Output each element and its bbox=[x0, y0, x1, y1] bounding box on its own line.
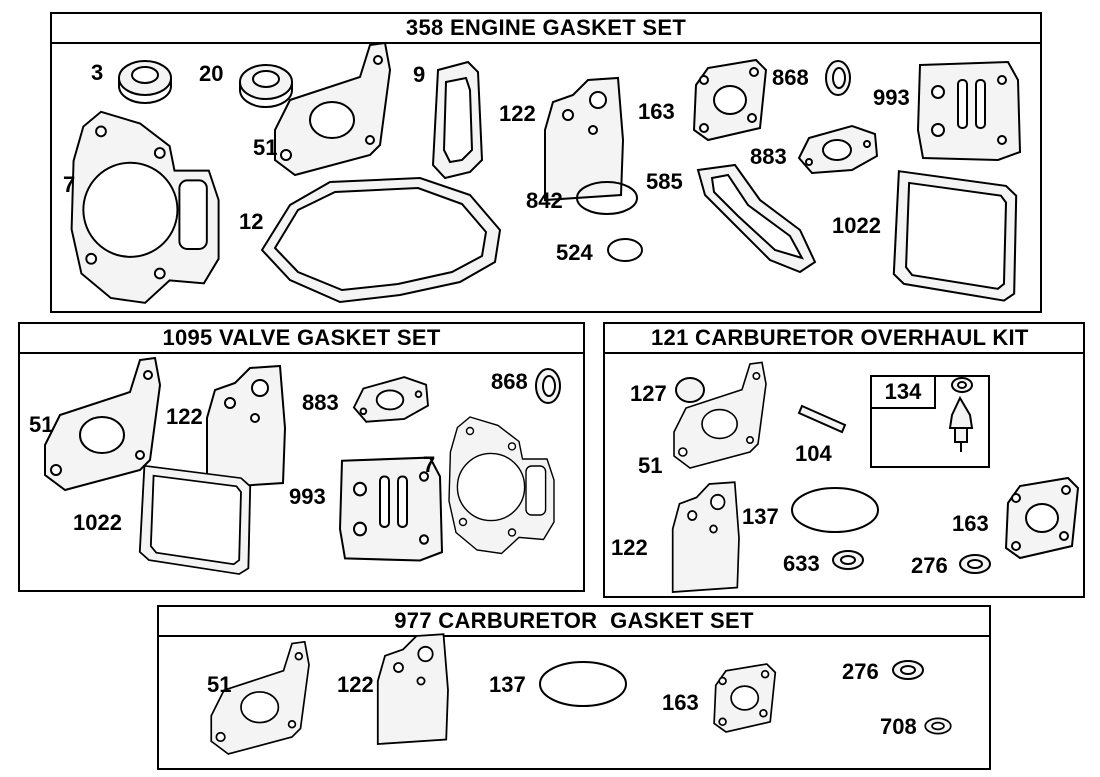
part-label-104: 104 bbox=[795, 441, 832, 466]
panel-title: 977 CARBURETOR GASKET SET bbox=[159, 607, 989, 637]
part-label-122: 122 bbox=[166, 404, 203, 429]
part-label-122: 122 bbox=[499, 101, 536, 126]
part-label-842: 842 bbox=[526, 188, 563, 213]
part-label-868: 868 bbox=[772, 65, 809, 90]
panel-title: 358 ENGINE GASKET SET bbox=[52, 14, 1040, 44]
part-label-20: 20 bbox=[199, 61, 224, 86]
part-label-51: 51 bbox=[29, 412, 54, 437]
panel-engine-gasket-set: 358 ENGINE GASKET SET bbox=[50, 12, 1042, 313]
panel-title: 1095 VALVE GASKET SET bbox=[20, 324, 583, 354]
part-label-1022: 1022 bbox=[73, 510, 122, 535]
part-label-993: 993 bbox=[873, 85, 910, 110]
part-label-51: 51 bbox=[207, 672, 232, 697]
part-label-51: 51 bbox=[638, 453, 663, 478]
part-label-137: 137 bbox=[489, 672, 526, 697]
part-label-524: 524 bbox=[556, 240, 593, 265]
part-label-134: 134 bbox=[872, 377, 936, 409]
part-label-883: 883 bbox=[302, 390, 339, 415]
panel-carburetor-overhaul-kit: 121 CARBURETOR OVERHAUL KIT bbox=[603, 322, 1085, 598]
panel-title: 121 CARBURETOR OVERHAUL KIT bbox=[605, 324, 1083, 354]
part-label-127: 127 bbox=[630, 381, 667, 406]
part-label-276: 276 bbox=[842, 659, 879, 684]
part-label-7: 7 bbox=[63, 172, 76, 197]
part-label-7: 7 bbox=[423, 452, 436, 477]
part-label-1022: 1022 bbox=[832, 213, 881, 238]
part-label-883: 883 bbox=[750, 144, 787, 169]
sub-kit-134-box: 134 bbox=[870, 375, 990, 468]
part-label-51: 51 bbox=[253, 135, 278, 160]
part-label-3: 3 bbox=[91, 60, 104, 85]
panel-valve-gasket-set: 1095 VALVE GASKET SET bbox=[18, 322, 585, 592]
part-label-163: 163 bbox=[638, 99, 675, 124]
part-label-12: 12 bbox=[239, 209, 264, 234]
part-label-9: 9 bbox=[413, 62, 426, 87]
panel-carburetor-gasket-set: 977 CARBURETOR GASKET SET bbox=[157, 605, 991, 770]
part-label-163: 163 bbox=[662, 690, 699, 715]
part-label-993: 993 bbox=[289, 484, 326, 509]
part-label-708: 708 bbox=[880, 714, 917, 739]
part-label-163: 163 bbox=[952, 511, 989, 536]
part-label-868: 868 bbox=[491, 369, 528, 394]
part-label-137: 137 bbox=[742, 504, 779, 529]
part-label-276: 276 bbox=[911, 553, 948, 578]
part-label-633: 633 bbox=[783, 551, 820, 576]
part-label-122: 122 bbox=[337, 672, 374, 697]
part-label-585: 585 bbox=[646, 169, 683, 194]
part-label-122: 122 bbox=[611, 535, 648, 560]
